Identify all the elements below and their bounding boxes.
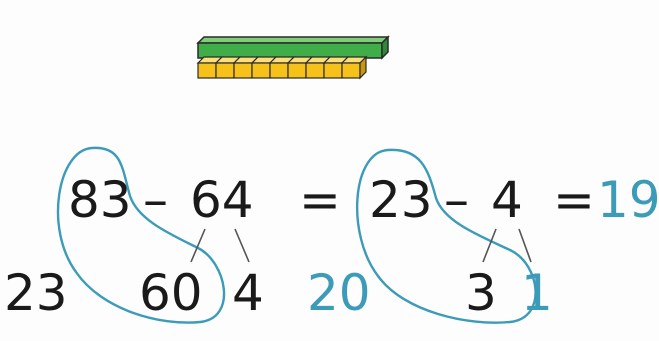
minus-sign-1: – — [143, 171, 168, 229]
unit-cubes — [196, 55, 368, 80]
group-loop-right — [355, 148, 537, 324]
minuend-83: 83 — [68, 171, 132, 229]
subtrahend-4: 4 — [491, 171, 523, 229]
subtrahend-64: 64 — [190, 171, 254, 229]
part-23: 23 — [4, 264, 68, 322]
part-60: 60 — [139, 264, 203, 322]
minus-sign-2: – — [444, 171, 469, 229]
part-3: 3 — [465, 264, 497, 322]
split-line-64-tens — [190, 228, 206, 263]
unit-cube-side — [359, 55, 367, 80]
part-4: 4 — [232, 264, 264, 322]
split-line-4-one — [518, 228, 532, 263]
split-line-64-ones — [234, 228, 250, 263]
equals-sign-2: = — [553, 171, 595, 229]
group-loop-left — [56, 146, 226, 324]
minuend-23: 23 — [369, 171, 433, 229]
ten-rod-side — [381, 35, 389, 60]
intermediate-20: 20 — [307, 264, 371, 322]
split-line-4-three — [482, 228, 497, 263]
part-1: 1 — [521, 264, 553, 322]
equals-sign-1: = — [299, 171, 341, 229]
final-result: 19 — [597, 171, 659, 229]
